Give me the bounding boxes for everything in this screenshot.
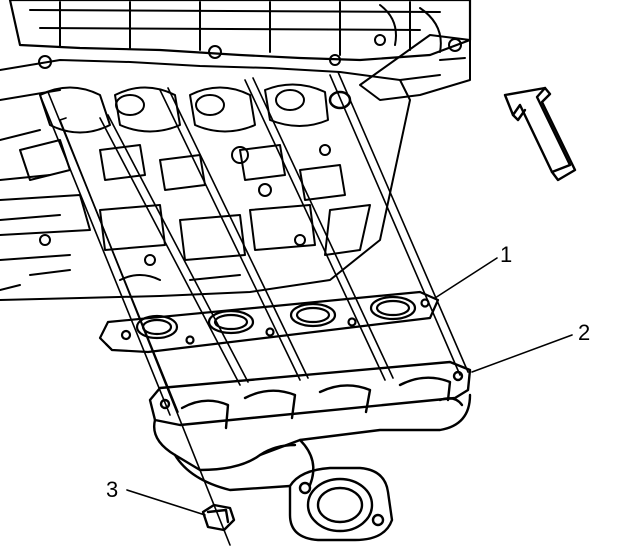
leader-line-3 bbox=[126, 489, 206, 516]
leader-line-1 bbox=[434, 257, 498, 299]
direction-arrow-icon bbox=[503, 86, 577, 182]
callout-3: 3 bbox=[106, 477, 118, 502]
exhaust-manifold bbox=[148, 360, 472, 542]
exhaust-manifold-gasket bbox=[98, 290, 440, 354]
callout-1: 1 bbox=[500, 242, 512, 267]
manifold-studs bbox=[39, 71, 469, 546]
manifold-nut bbox=[201, 503, 236, 532]
callout-2: 2 bbox=[578, 320, 590, 345]
engine-cylinder-head bbox=[0, 0, 472, 301]
leader-line-2 bbox=[471, 334, 573, 373]
leader-lines bbox=[126, 257, 573, 516]
